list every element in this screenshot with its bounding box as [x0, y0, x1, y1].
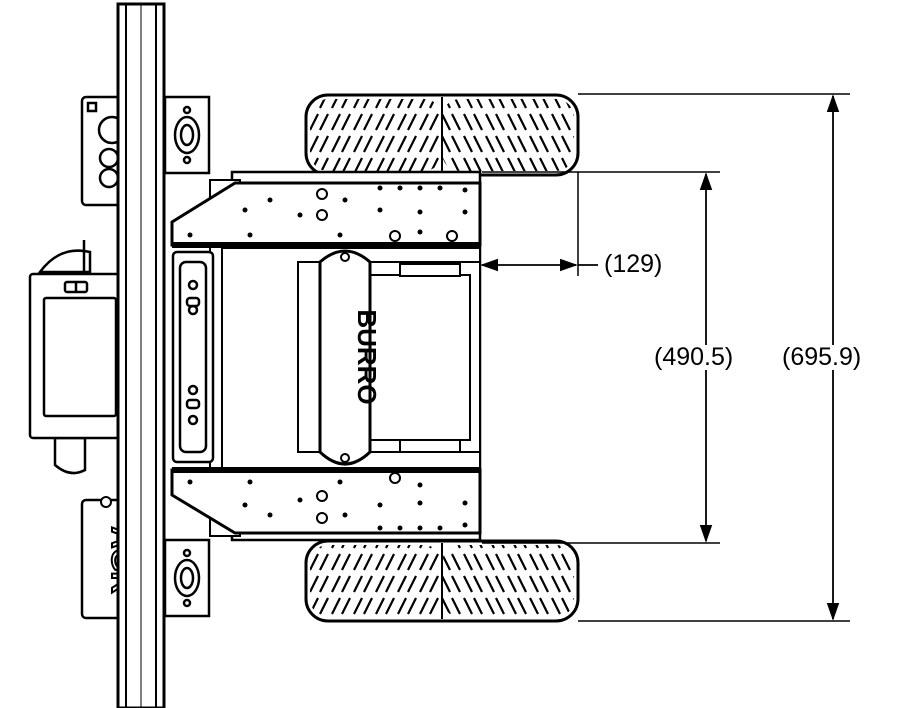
- extension-lines: [479, 93, 850, 622]
- top-wheel: [304, 93, 580, 177]
- center-logo-plate: BURRO: [318, 249, 382, 466]
- bottom-frame-rail: [170, 467, 482, 535]
- dimension-label-overall-width: (695.9): [780, 343, 864, 371]
- vertical-mast: [116, 2, 166, 708]
- mount-block-top: [163, 95, 211, 175]
- dimension-label-offset: (129): [604, 250, 663, 278]
- dimension-label-inner-width: (490.5): [652, 343, 736, 371]
- center-logo-text: BURRO: [352, 309, 382, 404]
- display-unit: [28, 240, 136, 475]
- side-bracket-module: [171, 250, 215, 464]
- top-frame-rail: [170, 181, 482, 248]
- bottom-wheel: [304, 539, 580, 623]
- mount-block-bottom: [163, 538, 211, 618]
